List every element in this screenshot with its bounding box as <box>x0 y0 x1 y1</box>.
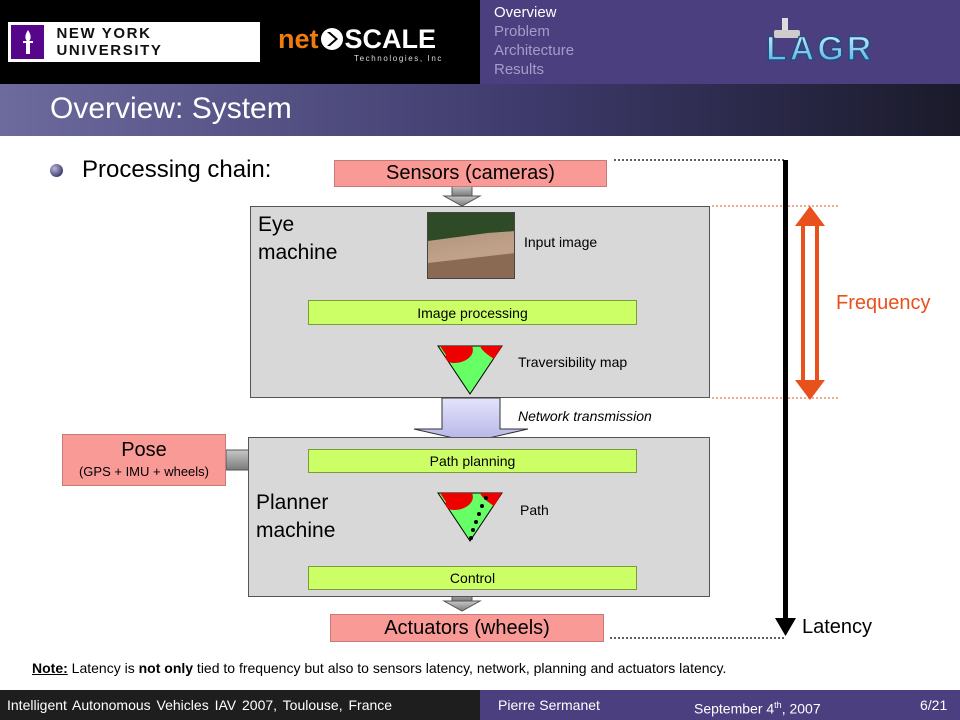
input-image-caption: Input image <box>524 234 598 250</box>
netscale-net-text: net <box>278 24 319 54</box>
traversibility-map-icon <box>437 345 503 395</box>
lagr-logo: LAGR <box>765 18 874 68</box>
bullet-text: Processing chain: <box>82 156 272 183</box>
pose-subtitle: (GPS + IMU + wheels) <box>78 464 210 479</box>
path-planning-bar: Path planning <box>308 449 637 473</box>
netscale-chevron-icon <box>320 28 343 50</box>
latency-note: Note: Latency is not only tied to freque… <box>32 660 727 676</box>
traversibility-caption: Traversibility map <box>518 354 628 370</box>
footer-author: Pierre Sermanet <box>498 697 600 713</box>
eye-machine-label: Eye machine <box>258 213 338 264</box>
latency-arrow <box>775 160 796 636</box>
path-map-icon <box>437 492 503 542</box>
footer-conference: Intelligent Autonomous Vehicles IAV 2007… <box>0 690 480 720</box>
path-planning-label: Path planning <box>429 453 516 469</box>
pose-box: Pose (GPS + IMU + wheels) <box>62 434 226 486</box>
page-title: Overview: System <box>50 92 292 125</box>
input-image <box>427 212 515 279</box>
nav-item-overview[interactable]: Overview <box>494 4 557 21</box>
sensors-label: Sensors (cameras) <box>386 162 555 184</box>
network-transmission-arrow <box>413 397 529 443</box>
nav-item-architecture[interactable]: Architecture <box>494 42 575 59</box>
planned-path-dots <box>469 496 488 540</box>
title-bar: Overview: System <box>0 84 960 136</box>
image-processing-label: Image processing <box>417 304 528 321</box>
lagr-logo-text: LAGR <box>766 30 874 68</box>
netscale-logo: net SCALE Technologies, Inc <box>278 22 454 68</box>
arrow-sensors-to-image <box>442 185 482 207</box>
control-label: Control <box>449 570 496 586</box>
netscale-scale-text: SCALE <box>344 24 437 54</box>
section-nav: Overview Problem Architecture Results LA… <box>480 0 960 84</box>
network-caption: Network transmission <box>518 408 652 424</box>
footer: Intelligent Autonomous Vehicles IAV 2007… <box>0 690 960 720</box>
sensors-box: Sensors (cameras) <box>334 160 607 187</box>
frequency-arrow <box>795 206 825 400</box>
actuators-box: Actuators (wheels) <box>330 614 604 642</box>
nav-item-results[interactable]: Results <box>494 61 545 78</box>
pose-title: Pose <box>121 439 167 461</box>
header-bar: NEW YORK UNIVERSITY net SCALE Technologie… <box>0 0 960 84</box>
netscale-tagline: Technologies, Inc <box>354 54 444 63</box>
footer-date: September 4th, 2007 <box>694 700 821 717</box>
torch-icon <box>11 25 45 59</box>
actuators-label: Actuators (wheels) <box>384 616 550 639</box>
latency-label: Latency <box>802 616 873 638</box>
frequency-label: Frequency <box>836 292 931 314</box>
footer-right-panel: Pierre Sermanet September 4th, 2007 6/21 <box>480 690 960 720</box>
footer-page-number: 6/21 <box>920 697 948 713</box>
control-bar: Control <box>308 566 637 590</box>
nyu-logo-text: NEW YORK UNIVERSITY <box>56 25 163 59</box>
path-caption: Path <box>520 502 549 518</box>
nav-item-problem[interactable]: Problem <box>494 23 550 40</box>
planner-machine-label: Planner machine <box>256 491 336 542</box>
bullet-icon <box>50 164 63 177</box>
nyu-logo: NEW YORK UNIVERSITY <box>8 22 260 62</box>
image-processing-bar: Image processing <box>308 300 637 325</box>
